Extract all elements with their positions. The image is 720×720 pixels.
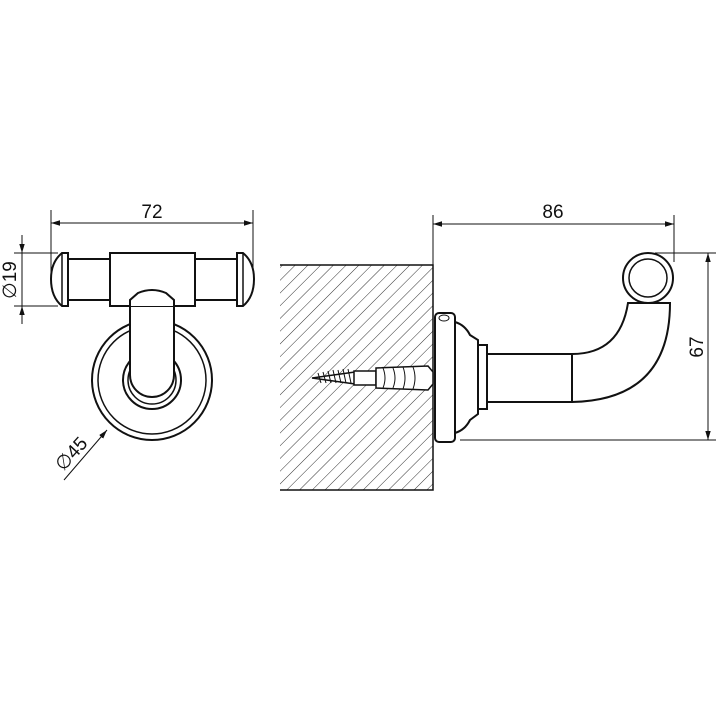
projection-dimension-label: 86: [542, 202, 563, 223]
screw-and-anchor: [311, 365, 434, 391]
projection-dimension: [432, 215, 675, 265]
front-view: [14, 210, 256, 481]
hook-arm: [486, 252, 674, 404]
bar: [49, 252, 256, 307]
diameter-45-leader: [63, 429, 108, 481]
height-dimension-label: 67: [687, 336, 708, 357]
bar-diameter-label: ∅19: [0, 261, 21, 299]
side-view: [280, 215, 716, 491]
base-rosette: [434, 312, 488, 443]
width-dimension-label: 72: [141, 202, 162, 223]
height-dimension: [460, 252, 716, 441]
diameter-19-dimension: [14, 235, 58, 324]
